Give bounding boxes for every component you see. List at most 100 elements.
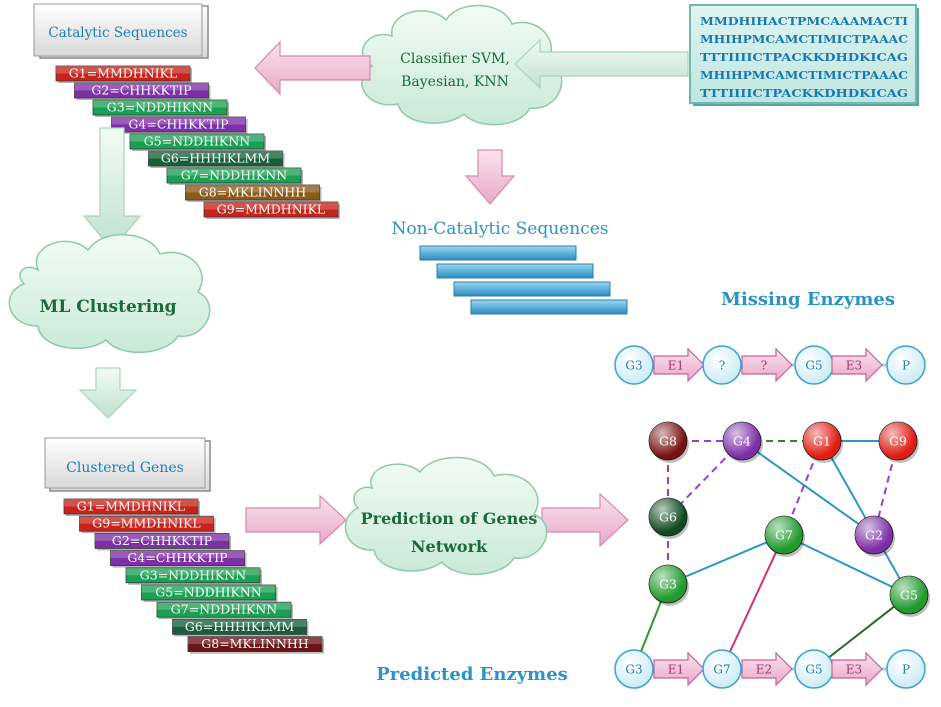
gene-bar: G5=NDDHIKNN (141, 585, 278, 602)
network-node-label: G2 (865, 528, 883, 543)
pathway-arrow: E1 (653, 651, 705, 687)
gene-bar-label: G8=MKLINNHH (201, 636, 309, 651)
pathway-node: G5 (794, 345, 834, 385)
network-node-label: G4 (733, 434, 751, 449)
pathway-node: G3 (614, 345, 654, 385)
catalytic-sequences-box-front (33, 3, 203, 57)
pathway-node: G5 (794, 649, 834, 689)
arrow-catalytic-to-clustering (82, 127, 142, 251)
gene-bar-label: G9=MMDHNIKL (92, 516, 200, 531)
input-sequence-line: MHIHPMCAMCTIMICTPAAAC (700, 32, 908, 46)
predicted-enzymes-title: Predicted Enzymes (376, 664, 568, 685)
pathway-node-label: G3 (625, 663, 642, 677)
input-sequence-line: TTTIIIICTPACKKDHDKICAG (700, 50, 908, 64)
network-node-g1: G1 (802, 421, 843, 463)
gene-bar: G2=CHHKKTIP (74, 83, 211, 100)
gene-bar-label: G2=CHHKKTIP (91, 83, 191, 98)
prediction-label-line2: Network (411, 537, 488, 556)
arrow-clustered-to-prediction (245, 494, 347, 546)
network-node-g2: G2 (854, 515, 895, 557)
network-node-label: G8 (659, 434, 677, 449)
pathway-arrow-label: E3 (846, 663, 862, 677)
gene-bar: G3=NDDHIKNN (125, 567, 262, 585)
gene-bar: G6=HHHIKLMM (172, 619, 309, 637)
gene-bar: G7=NDDHIKNN (156, 602, 293, 620)
network-node-g5: G5 (889, 575, 930, 617)
pathway-arrow: ? (741, 347, 793, 383)
pathway-node: P (886, 345, 926, 385)
pathway-node: ? (702, 345, 742, 385)
network-edge-g7-g5 (783, 534, 910, 596)
network-node-g8: G8 (648, 421, 689, 463)
classifier-cloud: Classifier SVM, Bayesian, KNN (361, 4, 563, 126)
arrow-classifier-to-catalytic (254, 40, 371, 96)
classifier-label-line2: Bayesian, KNN (401, 74, 509, 90)
network-node-label: G6 (659, 510, 677, 525)
ml-clustering-cloud: ML Clustering (8, 233, 211, 353)
pathway-arrow: E3 (831, 651, 883, 687)
missing-enzymes-title: Missing Enzymes (721, 289, 895, 310)
gene-bar: G7=NDDHIKNN (166, 168, 303, 185)
network-edge-g5-pg5 (813, 594, 910, 670)
pathway-arrow-label: ? (761, 359, 767, 373)
pathway-node-label: P (902, 359, 910, 373)
pathway-node-label: G3 (625, 359, 642, 373)
arrow-input-to-classifier (514, 38, 689, 90)
gene-bar: G5=NDDHIKNN (129, 134, 266, 151)
network-node-g6: G6 (648, 497, 689, 539)
pathway-node-label: G7 (713, 663, 730, 677)
gene-bar-label: G5=NDDHIKNN (155, 585, 262, 600)
pathway-arrow-label: E1 (668, 359, 684, 373)
gene-bar: G9=MMDHNIKL (203, 202, 340, 219)
network-node-g7: G7 (764, 515, 805, 557)
gene-bar-label: G6=HHHIKLMM (161, 151, 270, 166)
gene-bar-label: G7=NDDHIKNN (171, 602, 278, 617)
gene-bar-label: G6=HHHIKLMM (185, 619, 294, 634)
gene-bar-label: G3=NDDHIKNN (107, 100, 214, 115)
pathway-arrow: E3 (831, 347, 883, 383)
gene-bar-label: G2=CHHKKTIP (112, 533, 212, 548)
arrow-clustering-to-clustered (78, 367, 138, 419)
pathway-arrow-label: E1 (668, 663, 684, 677)
gene-bar: G4=CHHKKTIP (111, 117, 248, 134)
network-node-label: G1 (813, 434, 831, 449)
classifier-label-line1: Classifier SVM, (400, 51, 510, 67)
arrow-prediction-to-network (541, 492, 629, 548)
ml-clustering-label: ML Clustering (40, 297, 177, 317)
pathway-arrow-label: E2 (756, 663, 772, 677)
gene-bar: G1=MMDHNIKL (63, 499, 200, 516)
network-node-label: G3 (659, 577, 677, 592)
network-node-g3: G3 (648, 564, 689, 606)
gene-bar: G8=MKLINNHH (187, 636, 324, 654)
gene-bar: G4=CHHKKTIP (110, 550, 247, 568)
pathway-node-label: G5 (805, 359, 822, 373)
network-node-label: G5 (900, 588, 918, 603)
gene-bar-label: G7=NDDHIKNN (181, 168, 288, 183)
network-edge-g4-g2 (741, 440, 875, 536)
gene-bar-label: G9=MMDHNIKL (217, 202, 325, 217)
pathway-arrow: E1 (653, 347, 705, 383)
gene-bar: G6=HHHIKLMM (148, 151, 285, 168)
gene-bar: G1=MMDHNIKL (55, 66, 192, 83)
pathway-node: G7 (702, 649, 742, 689)
network-node-g4: G4 (722, 421, 763, 463)
prediction-label-line1: Prediction of Genes (361, 509, 538, 528)
pathway-arrow-label: E3 (846, 359, 862, 373)
input-sequence-lines: MMDHIHACTPMCAAAMACTIMHIHPMCAMCTIMICTPAAA… (700, 14, 908, 100)
gene-bar: G3=NDDHIKNN (92, 100, 229, 117)
gene-bar: G8=MKLINNHH (185, 185, 322, 202)
pathway-arrow: E2 (741, 651, 793, 687)
gene-bar-label: G1=MMDHNIKL (69, 66, 177, 81)
prediction-cloud: Prediction of Genes Network (344, 456, 548, 575)
catalytic-gene-list: G1=MMDHNIKL G2=CHHKKTIP G3=NDDHIKNN G4=CHHK… (55, 66, 340, 219)
pathway-node-label: ? (719, 359, 725, 373)
network-node-label: G9 (889, 434, 907, 449)
gene-bar-label: G3=NDDHIKNN (140, 567, 247, 582)
network-edge-g7-g3 (667, 534, 785, 585)
gene-bar-label: G4=CHHKKTIP (128, 117, 228, 132)
gene-bar-label: G5=NDDHIKNN (144, 134, 251, 149)
catalytic-sequences-title: Catalytic Sequences (48, 25, 187, 41)
pathway-node: G3 (614, 649, 654, 689)
non-catalytic-title: Non-Catalytic Sequences (392, 219, 609, 239)
